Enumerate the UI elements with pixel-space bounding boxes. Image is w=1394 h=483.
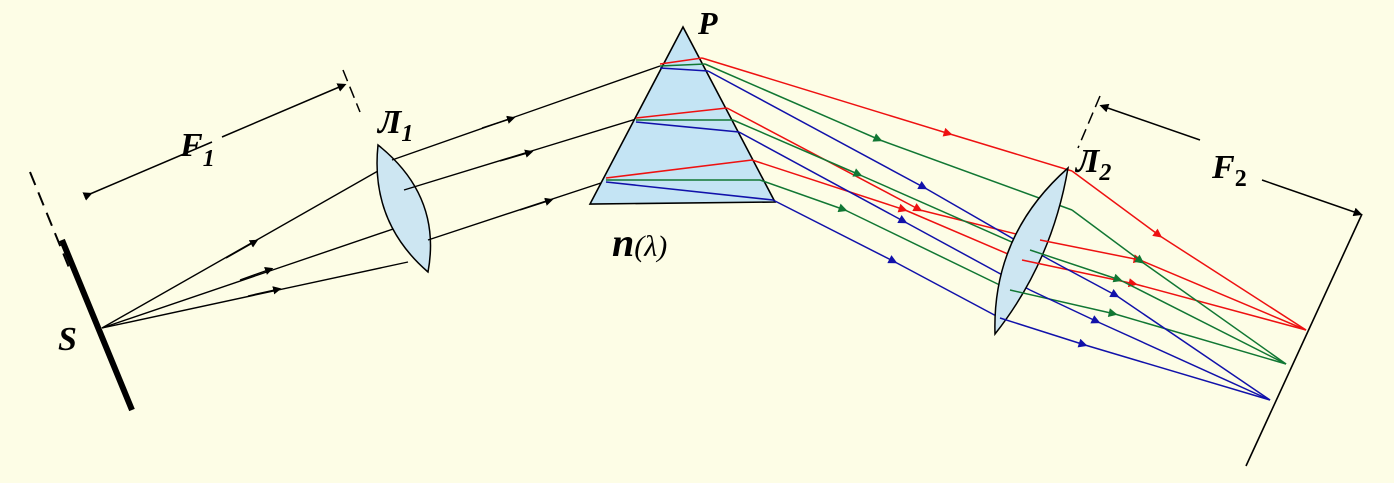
label-lens-1-sub: 1 — [401, 121, 413, 147]
label-f1-main: F — [179, 127, 203, 164]
label-f2: F2 — [1211, 149, 1247, 192]
ray-arrow — [225, 239, 259, 259]
rays-to-focal-plane — [999, 170, 1307, 401]
slit-plane-dashed — [29, 171, 71, 271]
focal-plane-2 — [1245, 213, 1363, 467]
f2-dimension-arrow — [1261, 179, 1363, 217]
collimated-ray-bottom — [427, 179, 611, 241]
label-lens-2-sub: 2 — [1098, 160, 1111, 186]
label-f2-sub: 2 — [1235, 166, 1247, 192]
f1-dimension-arrow — [82, 141, 213, 201]
label-n-arg: (λ) — [634, 230, 667, 263]
label-prism: P — [697, 5, 718, 41]
ray-arrow — [519, 197, 554, 211]
label-lens-1-main: Л — [376, 104, 403, 141]
collimated-ray-top — [391, 65, 661, 161]
rays-inside-prism — [605, 57, 774, 201]
label-lens-2: Л2 — [1074, 143, 1111, 186]
f1-end-mark — [342, 69, 361, 113]
label-lens-1: Л1 — [376, 104, 413, 147]
label-f1-sub: 1 — [203, 146, 215, 172]
lens-1 — [376, 143, 432, 274]
label-lens-2-main: Л — [1074, 143, 1101, 180]
ray-arrow — [481, 115, 516, 129]
prism — [588, 25, 777, 205]
label-f2-main: F — [1211, 149, 1235, 186]
f1-dimension-arrow — [221, 83, 347, 138]
f2-dimension-arrow — [1099, 103, 1201, 141]
ray-source-middle — [101, 225, 403, 329]
label-source: S — [58, 321, 77, 358]
ray-arrow — [499, 149, 534, 162]
f2-start-mark — [1077, 95, 1101, 149]
ray-arrow — [247, 286, 282, 297]
label-refractive-index: n(λ) — [612, 220, 667, 265]
label-n: n — [612, 220, 634, 265]
ray-arrow — [239, 267, 274, 281]
label-f1: F1 — [179, 127, 215, 172]
slit-plane — [59, 238, 135, 412]
